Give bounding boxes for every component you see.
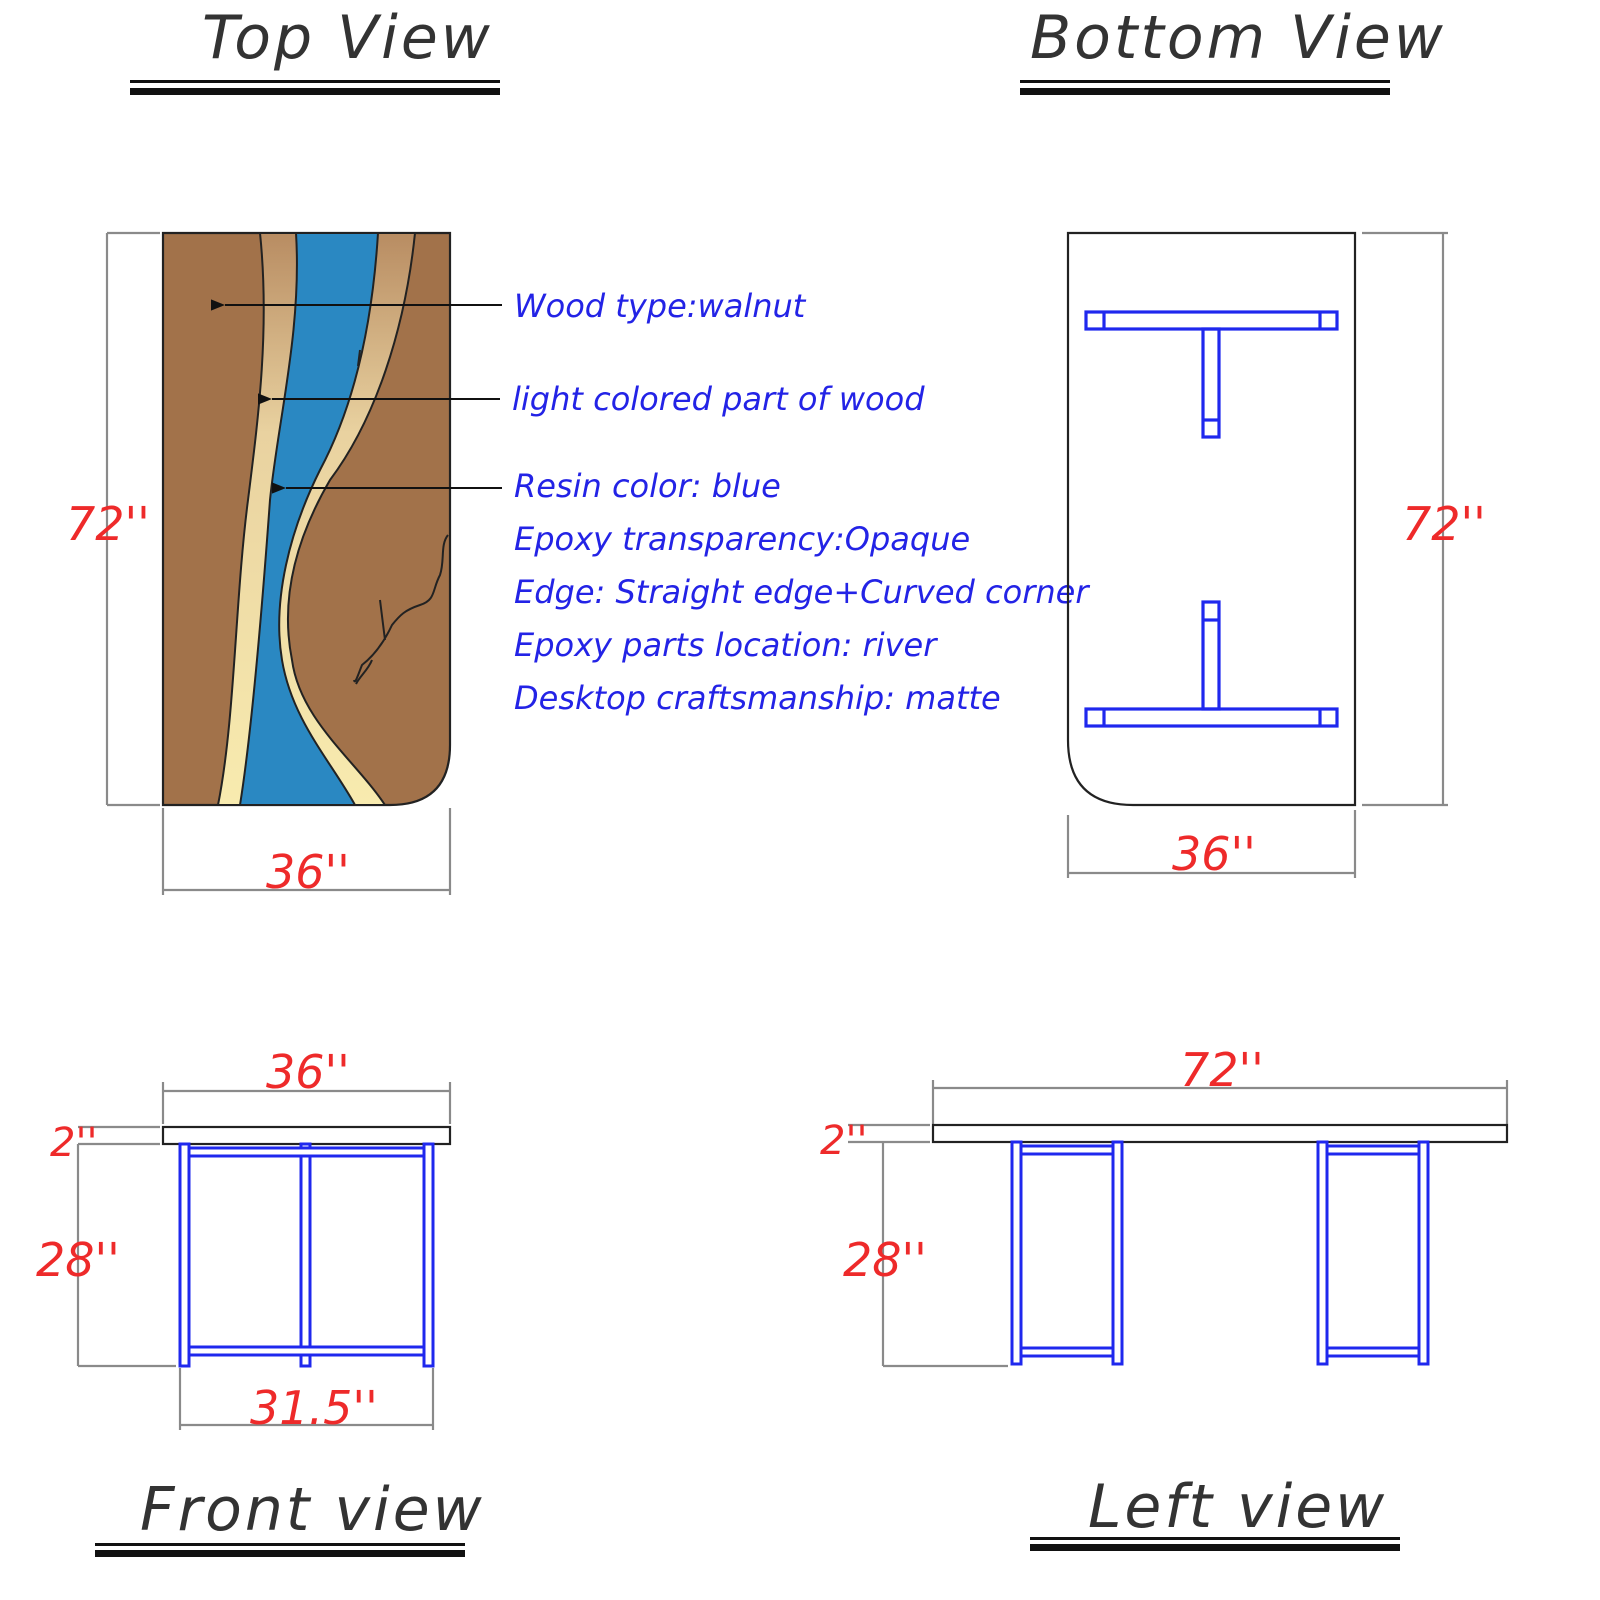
left-height-label: 28'' bbox=[843, 1233, 927, 1287]
front-base-label: 31.5'' bbox=[250, 1381, 378, 1435]
note-epoxy-transparency: Epoxy transparency:Opaque bbox=[514, 520, 970, 558]
wood-crack-mark bbox=[353, 534, 449, 685]
bottom-view: Bottom View 72'' 36'' bbox=[1020, 3, 1486, 881]
left-leg-2 bbox=[1316, 1140, 1430, 1366]
left-view-title-underline-thick bbox=[1030, 1544, 1400, 1551]
front-tabletop bbox=[161, 1125, 452, 1146]
left-view-title-underline-thin bbox=[1030, 1537, 1400, 1540]
note-epoxy-location: Epoxy parts location: river bbox=[514, 626, 938, 664]
bottom-view-title-underline-thick bbox=[1020, 88, 1390, 95]
note-desktop-craft: Desktop craftsmanship: matte bbox=[514, 679, 1001, 717]
front-view-title: Front view bbox=[140, 1475, 485, 1545]
note-light-wood: light colored part of wood bbox=[512, 380, 925, 418]
top-view: Top View 72'' 36'' Wood type:walnut ligh… bbox=[66, 3, 1090, 899]
note-edge: Edge: Straight edge+Curved corner bbox=[514, 573, 1090, 611]
front-width-label: 36'' bbox=[266, 1045, 350, 1099]
left-view-title: Left view bbox=[1088, 1472, 1387, 1542]
top-view-title-underline-thin bbox=[130, 80, 500, 83]
front-thickness-label: 2'' bbox=[50, 1120, 97, 1166]
resin-notch-mark bbox=[357, 349, 361, 367]
bottom-width-label: 36'' bbox=[1172, 827, 1256, 881]
bottom-view-title-underline-thin bbox=[1020, 80, 1390, 83]
resin-river bbox=[238, 232, 380, 806]
left-length-label: 72'' bbox=[1180, 1043, 1264, 1097]
top-view-title-underline-thick bbox=[130, 88, 500, 95]
note-resin-color: Resin color: blue bbox=[514, 467, 781, 505]
left-tabletop bbox=[931, 1123, 1509, 1144]
front-view-title-underline-thin bbox=[95, 1543, 465, 1546]
left-thickness-label: 2'' bbox=[820, 1118, 867, 1164]
front-view: 36'' 2'' 28'' 31.5'' Front view bbox=[36, 1045, 485, 1557]
left-leg-1 bbox=[1010, 1140, 1124, 1366]
bottom-view-title: Bottom View bbox=[1030, 3, 1446, 73]
note-wood-type: Wood type:walnut bbox=[514, 287, 807, 325]
bottom-length-label: 72'' bbox=[1402, 497, 1486, 551]
front-leg-frame bbox=[178, 1142, 435, 1368]
front-height-label: 28'' bbox=[36, 1233, 120, 1287]
top-length-label: 72'' bbox=[66, 497, 150, 551]
top-width-label: 36'' bbox=[266, 845, 350, 899]
bottom-upper-frame bbox=[1084, 310, 1339, 439]
top-view-title: Top View bbox=[202, 3, 493, 73]
left-view: 72'' 2'' 28'' Left view bbox=[820, 1043, 1509, 1551]
front-view-title-underline-thick bbox=[95, 1550, 465, 1557]
bottom-slab-outline bbox=[1066, 231, 1357, 807]
bottom-lower-frame bbox=[1084, 600, 1339, 728]
